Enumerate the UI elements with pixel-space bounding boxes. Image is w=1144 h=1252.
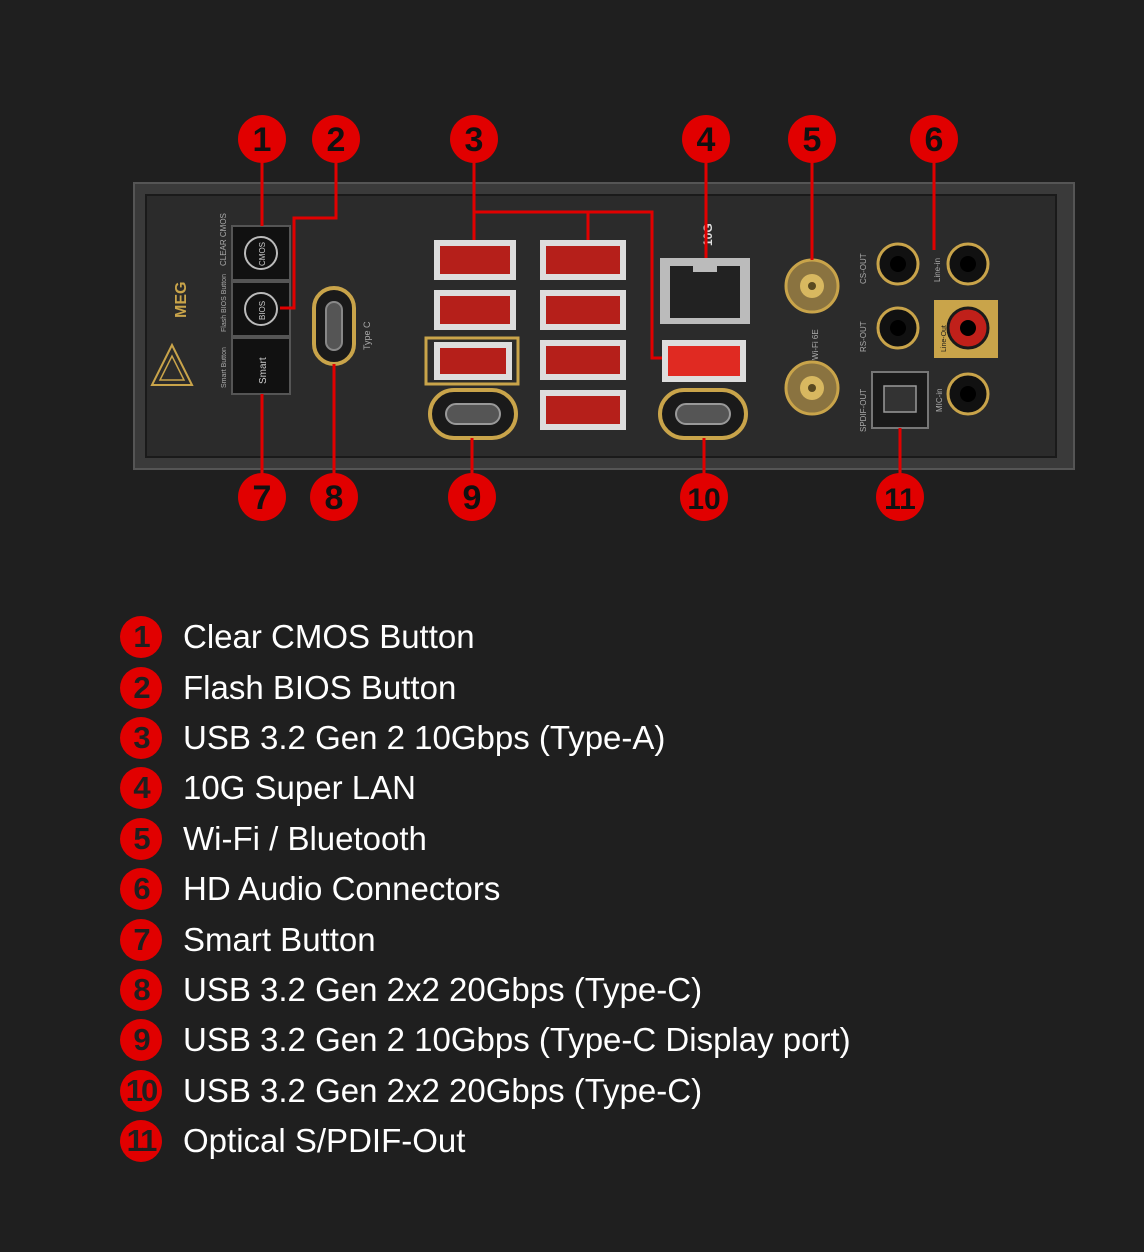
callout-badge-6: 6 bbox=[910, 115, 958, 163]
callout-badge-number: 6 bbox=[925, 121, 944, 159]
legend-item: 3 USB 3.2 Gen 2 10Gbps (Type-A) bbox=[120, 713, 851, 763]
callout-badge-9: 9 bbox=[448, 473, 496, 521]
callout-badge-number: 8 bbox=[325, 479, 344, 517]
legend-item: 1 Clear CMOS Button bbox=[120, 612, 851, 662]
callout-badge-5: 5 bbox=[788, 115, 836, 163]
smart-label: Smart Button bbox=[221, 347, 228, 388]
usb-a-port[interactable] bbox=[424, 336, 520, 386]
legend-label: USB 3.2 Gen 2 10Gbps (Type-A) bbox=[183, 718, 666, 756]
legend-item: 4 10G Super LAN bbox=[120, 763, 851, 813]
usb-a-port-lan-side[interactable] bbox=[662, 340, 746, 382]
type-c-label-8: Type C bbox=[362, 321, 372, 350]
legend-label: Optical S/PDIF-Out bbox=[183, 1122, 466, 1160]
legend-item: 11 Optical S/PDIF-Out bbox=[120, 1116, 851, 1166]
callout-badge-number: 9 bbox=[463, 479, 482, 517]
rear-io-panel-diagram: MEG CMOS BIOS Smart CLEAR CMOS Flash BIO… bbox=[133, 115, 1075, 521]
brand-label: MEG bbox=[173, 282, 190, 318]
legend-number-badge: 2 bbox=[120, 666, 162, 709]
callout-badge-number: 2 bbox=[327, 121, 346, 159]
clear-cmos-button[interactable] bbox=[231, 225, 291, 281]
callout-badge-number: 4 bbox=[697, 121, 716, 159]
rs-out-label: RS-OUT bbox=[859, 321, 868, 352]
legend-number-badge: 7 bbox=[120, 918, 162, 961]
usb-c-port-9[interactable] bbox=[428, 388, 518, 440]
callout-badge-4: 4 bbox=[682, 115, 730, 163]
legend-number-badge: 5 bbox=[120, 817, 162, 860]
legend-number-badge: 11 bbox=[120, 1120, 162, 1163]
meg-logo: MEG bbox=[150, 282, 194, 386]
callout-badge-number: 5 bbox=[803, 121, 822, 159]
legend-label: HD Audio Connectors bbox=[183, 870, 501, 908]
callout-badge-number: 7 bbox=[253, 479, 272, 517]
audio-jacks: CS-OUT RS-OUT Line-in Line-Out MIC-in bbox=[859, 242, 998, 416]
legend-label: USB 3.2 Gen 2x2 20Gbps (Type-C) bbox=[183, 1071, 703, 1109]
bios-button-face: BIOS bbox=[258, 301, 267, 320]
callout-badge-8: 8 bbox=[310, 473, 358, 521]
legend-number-badge: 10 bbox=[120, 1069, 162, 1112]
usb-c-port-10[interactable] bbox=[658, 388, 748, 440]
clear-cmos-label: CLEAR CMOS bbox=[219, 213, 228, 266]
legend-number-badge: 4 bbox=[120, 767, 162, 810]
callout-badges: 1 2 3 4 5 6 7 8 9 10 11 bbox=[238, 115, 958, 521]
legend-item: 9 USB 3.2 Gen 2 10Gbps (Type-C Display po… bbox=[120, 1015, 851, 1065]
callout-badge-10: 10 bbox=[680, 473, 728, 521]
callout-badge-11: 11 bbox=[876, 473, 924, 521]
lan-speed-label: 10G bbox=[701, 223, 715, 246]
legend-number-badge: 9 bbox=[120, 1019, 162, 1062]
flash-bios-label: Flash BIOS Button bbox=[221, 274, 228, 332]
mic-in-label: MIC-in bbox=[935, 388, 944, 412]
legend-label: USB 3.2 Gen 2 10Gbps (Type-C Display por… bbox=[183, 1021, 851, 1059]
legend-item: 5 Wi-Fi / Bluetooth bbox=[120, 814, 851, 864]
wifi-label: Wi-Fi 6E bbox=[811, 329, 820, 360]
legend-label: USB 3.2 Gen 2x2 20Gbps (Type-C) bbox=[183, 970, 703, 1008]
usb-c-port-8[interactable]: Type C bbox=[312, 286, 372, 366]
legend-item: 10 USB 3.2 Gen 2x2 20Gbps (Type-C) bbox=[120, 1066, 851, 1116]
cs-out-label: CS-OUT bbox=[859, 253, 868, 284]
legend-label: Clear CMOS Button bbox=[183, 618, 475, 656]
usb-a-column-2 bbox=[540, 240, 626, 430]
callout-badge-number: 3 bbox=[465, 121, 484, 159]
callout-badge-number: 10 bbox=[687, 483, 720, 516]
legend-label: Wi-Fi / Bluetooth bbox=[183, 819, 427, 857]
legend-label: Smart Button bbox=[183, 920, 376, 958]
legend-number-badge: 6 bbox=[120, 868, 162, 911]
callout-leader-lines bbox=[260, 160, 936, 476]
legend-item: 2 Flash BIOS Button bbox=[120, 662, 851, 712]
line-in-label: Line-in bbox=[933, 258, 942, 282]
lan-port[interactable]: 10G bbox=[660, 223, 750, 324]
callout-badge-2: 2 bbox=[312, 115, 360, 163]
callout-badge-7: 7 bbox=[238, 473, 286, 521]
legend-number-badge: 3 bbox=[120, 716, 162, 759]
legend-item: 7 Smart Button bbox=[120, 914, 851, 964]
optical-spdif-port[interactable]: SPDIF-OUT bbox=[859, 371, 929, 432]
button-stack: CMOS BIOS Smart CLEAR CMOS Flash BIOS Bu… bbox=[219, 213, 291, 395]
legend-item: 6 HD Audio Connectors bbox=[120, 864, 851, 914]
callout-badge-3: 3 bbox=[450, 115, 498, 163]
legend-label: 10G Super LAN bbox=[183, 769, 416, 807]
legend-label: Flash BIOS Button bbox=[183, 668, 457, 706]
callout-badge-number: 1 bbox=[253, 121, 272, 159]
smart-button-face: Smart bbox=[258, 357, 269, 384]
callout-badge-1: 1 bbox=[238, 115, 286, 163]
usb-a-column-1 bbox=[424, 240, 520, 386]
smart-button[interactable] bbox=[231, 337, 291, 395]
legend-item: 8 USB 3.2 Gen 2x2 20Gbps (Type-C) bbox=[120, 965, 851, 1015]
legend-number-badge: 1 bbox=[120, 616, 162, 659]
callout-badge-number: 11 bbox=[884, 483, 916, 516]
wifi-antenna-connectors: Wi-Fi 6E bbox=[784, 258, 840, 416]
cmos-button-face: CMOS bbox=[258, 242, 267, 266]
legend-number-badge: 8 bbox=[120, 968, 162, 1011]
spdif-out-label: SPDIF-OUT bbox=[859, 389, 868, 432]
line-out-label: Line-Out bbox=[941, 325, 948, 352]
